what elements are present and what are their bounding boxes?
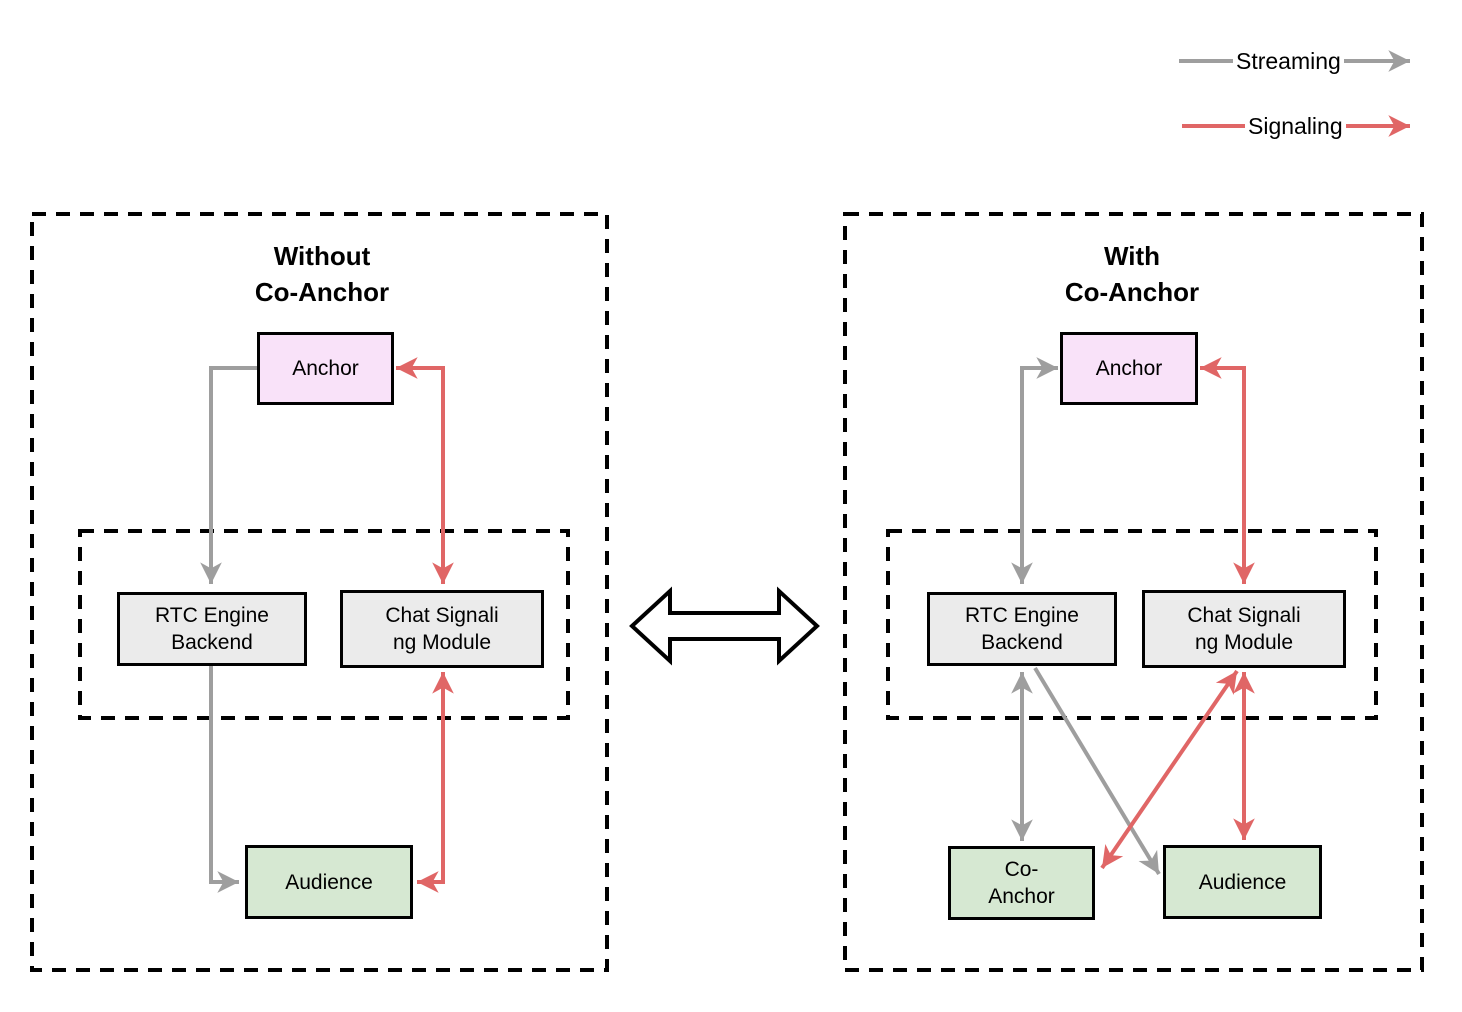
node-left-anchor-label: Anchor <box>292 357 359 380</box>
right-panel-title: With Co-Anchor <box>972 238 1292 310</box>
edge-left-chat-audience-signaling <box>417 672 454 893</box>
node-right-audience: Audience <box>1163 845 1322 919</box>
right-panel-dashed-frame <box>843 212 1424 972</box>
node-right-anchor-label: Anchor <box>1095 357 1163 380</box>
node-left-audience: Audience <box>245 845 413 919</box>
node-right-rtc-engine-backend: RTC Engine Backend <box>927 592 1117 666</box>
node-left-anchor: Anchor <box>257 332 394 405</box>
edge-right-anchor-chat-signaling <box>1200 357 1255 584</box>
edge-right-anchor-rtc-streaming <box>1011 357 1058 584</box>
left-backend-dashed-frame <box>78 529 570 720</box>
edge-right-rtc-to-audience-streaming <box>1033 666 1161 876</box>
node-right-co-anchor-label-line1: Co- <box>1004 858 1039 881</box>
node-left-rtc-engine-backend: RTC Engine Backend <box>117 592 307 666</box>
node-right-co-anchor-label-line2: Anchor <box>988 885 1055 908</box>
edge-right-chat-coanchor-signaling <box>1100 669 1239 870</box>
right-panel-title-line1: With <box>1103 241 1161 271</box>
legend-streaming-label: Streaming <box>1233 47 1344 75</box>
node-left-audience-label: Audience <box>285 870 373 894</box>
node-right-chat-label-line1: Chat Signali <box>1187 604 1301 627</box>
left-panel-title-line2: Co-Anchor <box>254 277 390 307</box>
left-panel-title: Without Co-Anchor <box>162 238 482 310</box>
node-right-chat-signaling-module: Chat Signali ng Module <box>1142 590 1346 668</box>
node-left-rtc-label-line2: Backend <box>171 631 253 654</box>
legend-signaling-label: Signaling <box>1245 112 1346 140</box>
node-right-anchor: Anchor <box>1060 332 1198 405</box>
edge-left-anchor-chat-signaling <box>396 357 454 584</box>
right-panel-title-line2: Co-Anchor <box>1064 277 1200 307</box>
node-left-chat-signaling-module: Chat Signali ng Module <box>340 590 544 668</box>
node-right-chat-label-line2: ng Module <box>1194 631 1294 654</box>
compare-double-arrow-icon <box>629 586 820 666</box>
node-right-audience-label: Audience <box>1198 870 1287 894</box>
left-panel-title-line1: Without <box>273 241 371 271</box>
node-right-rtc-label-line1: RTC Engine <box>964 604 1079 627</box>
node-left-rtc-label-line1: RTC Engine <box>154 604 269 627</box>
node-right-rtc-label-line2: Backend <box>981 631 1063 654</box>
node-left-chat-label-line2: ng Module <box>392 631 492 654</box>
node-left-chat-label-line1: Chat Signali <box>385 604 499 627</box>
left-panel-dashed-frame <box>30 212 609 972</box>
edge-left-rtc-to-audience-streaming <box>209 666 239 893</box>
node-right-co-anchor: Co- Anchor <box>948 846 1095 920</box>
edge-left-anchor-to-rtc-streaming <box>200 366 257 584</box>
